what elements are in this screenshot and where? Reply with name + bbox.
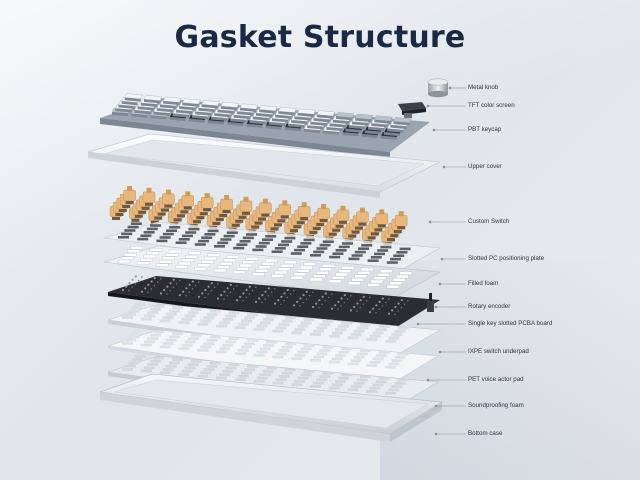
- keycap: [239, 103, 259, 112]
- label-pet-voice-actor-pad: PET voice actor pad: [468, 376, 524, 383]
- switch: [356, 207, 369, 226]
- label-custom-switch: Custom Switch: [468, 218, 510, 225]
- custom-switch-layer: [109, 186, 408, 246]
- keycap: [124, 93, 144, 102]
- pbt-keycap-layer: [100, 93, 430, 158]
- switch: [259, 198, 272, 217]
- switch: [200, 193, 214, 212]
- slotted-pc-plate-part: [103, 221, 441, 277]
- label-ixpe-switch-underpad: IXPE switch underpad: [468, 348, 529, 355]
- label-metal-knob: Metal knob: [468, 84, 499, 91]
- label-tft-color-screen: TFT color screen: [468, 102, 515, 109]
- label-single-key-slotted-pcba-board: Single key slotted PCBA board: [468, 320, 553, 327]
- metal-knob-part: [427, 78, 449, 98]
- switch: [220, 195, 233, 213]
- keycap: [393, 117, 412, 126]
- switch: [317, 204, 330, 222]
- switch: [123, 186, 136, 204]
- switch: [298, 202, 311, 221]
- keycap: [143, 95, 163, 104]
- switch: [162, 189, 175, 208]
- label-soundproofing-foam: Soundproofing foam: [468, 402, 524, 409]
- keycap: [220, 101, 240, 111]
- callout-lines: [416, 86, 466, 436]
- switch: [395, 211, 408, 230]
- switch: [375, 209, 388, 228]
- label-rotary-encoder: Rotary encoder: [468, 303, 511, 310]
- switch: [239, 196, 253, 215]
- switch: [278, 200, 291, 219]
- filled-foam-part: [103, 245, 441, 301]
- keycap: [297, 108, 316, 117]
- label-filled-foam: Filled foam: [468, 280, 499, 287]
- label-bottom-case: Bottom case: [468, 430, 503, 437]
- keycap: [316, 110, 336, 119]
- keycap: [258, 105, 278, 114]
- keycap: [335, 112, 355, 121]
- keycap: [201, 100, 220, 109]
- switch: [336, 205, 350, 224]
- label-slotted-pc-positioning-plate: Slotted PC positioning plate: [468, 255, 545, 262]
- tft-screen-part: [398, 102, 426, 118]
- keycap: [278, 107, 297, 116]
- keycap: [182, 98, 201, 107]
- label-upper-cover: Upper cover: [468, 163, 502, 170]
- keycap: [354, 113, 374, 122]
- keycap: [374, 115, 393, 124]
- label-pbt-keycap: PBT keycap: [468, 126, 502, 133]
- upper-cover-part: [87, 133, 442, 198]
- bottom-case-part: [99, 373, 444, 442]
- page-title: Gasket Structure: [174, 20, 466, 55]
- keycap: [162, 96, 182, 105]
- switch: [142, 187, 156, 206]
- rotary-encoder-part: [427, 293, 434, 312]
- switch: [181, 191, 195, 210]
